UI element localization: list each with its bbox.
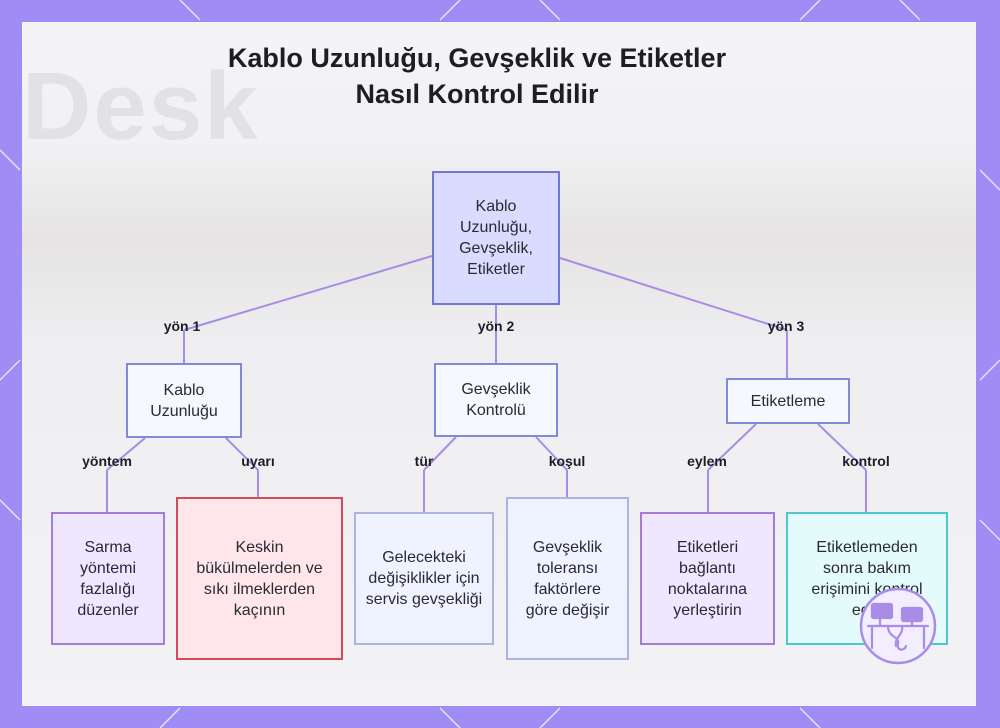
branch-node-label: Kablo Uzunluğu (134, 380, 234, 422)
leaf-node-label: Gevşeklik toleransı faktörlere göre deği… (516, 537, 619, 621)
leaf-node-label: Gelecekteki değişiklikler için servis ge… (364, 547, 484, 610)
leaf-node-servis-gevsekligi: Gelecekteki değişiklikler için servis ge… (354, 512, 494, 645)
edge-label-branch-2: yön 2 (478, 318, 515, 334)
edge-label-b2-leaf-1: tür (415, 453, 434, 469)
branch-node-kablo-uzunlugu: Kablo Uzunluğu (126, 363, 242, 438)
connector-root-branch-3 (560, 258, 787, 330)
leaf-node-label: Etiketleri bağlantı noktalarına yerleşti… (650, 537, 765, 621)
edge-label-b3-leaf-2: kontrol (842, 453, 889, 469)
edge-label-b3-leaf-1: eylem (687, 453, 727, 469)
edge-label-branch-1: yön 1 (164, 318, 201, 334)
edge-label-b1-leaf-2: uyarı (241, 453, 274, 469)
connector-root-branch-1 (184, 256, 432, 330)
root-node-label: Kablo Uzunluğu, Gevşeklik, Etiketler (442, 196, 550, 280)
branch-node-label: Etiketleme (751, 391, 826, 412)
branch-node-label: Gevşeklik Kontrolü (442, 379, 550, 421)
leaf-node-label: Keskin bükülmelerden ve sıkı ilmeklerden… (186, 537, 333, 621)
edge-label-b2-leaf-2: koşul (549, 453, 586, 469)
leaf-node-etiket-yerlestir: Etiketleri bağlantı noktalarına yerleşti… (640, 512, 775, 645)
branch-node-gevseklik-kontrolu: Gevşeklik Kontrolü (434, 363, 558, 437)
root-node: Kablo Uzunluğu, Gevşeklik, Etiketler (432, 171, 560, 305)
edge-label-branch-3: yön 3 (768, 318, 805, 334)
leaf-node-sarma-yontemi: Sarma yöntemi fazlalığı düzenler (51, 512, 165, 645)
leaf-node-keskin-bukulmeler: Keskin bükülmelerden ve sıkı ilmeklerden… (176, 497, 343, 660)
branch-node-etiketleme: Etiketleme (726, 378, 850, 424)
leaf-node-gevseklik-toleransi: Gevşeklik toleransı faktörlere göre deği… (506, 497, 629, 660)
edge-label-b1-leaf-1: yöntem (82, 453, 132, 469)
leaf-node-label: Sarma yöntemi fazlalığı düzenler (61, 537, 155, 621)
desk-workstation-icon (858, 586, 938, 666)
